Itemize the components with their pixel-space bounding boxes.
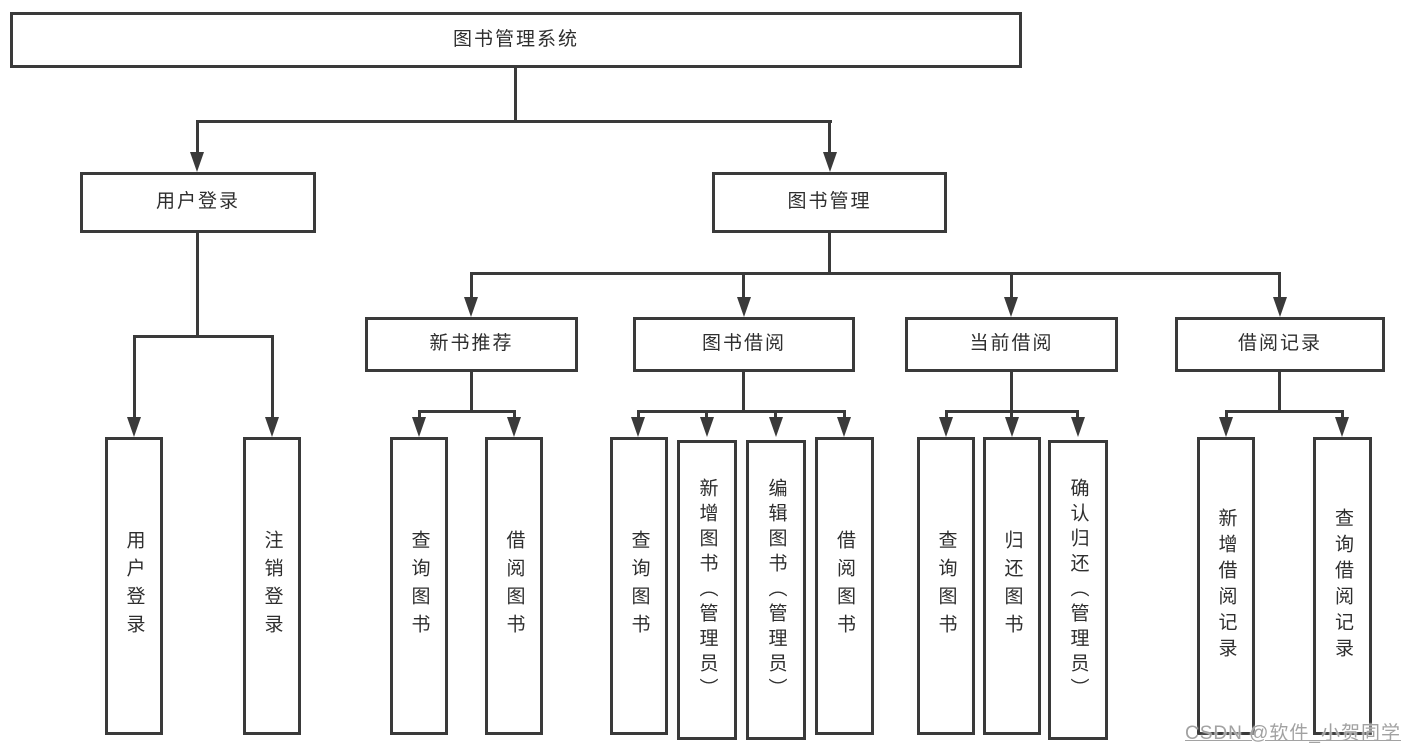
arrow-down-icon bbox=[1219, 417, 1233, 437]
connector-vline bbox=[1278, 272, 1281, 299]
node-label: 新书推荐 bbox=[429, 333, 514, 355]
node-borrowing-records: 借阅记录 bbox=[1175, 317, 1385, 372]
connector-vline bbox=[470, 272, 473, 299]
node-label: 新增借阅记录 bbox=[1215, 508, 1237, 664]
node-label: 借阅记录 bbox=[1237, 333, 1322, 355]
node-book-management: 图书管理 bbox=[712, 172, 947, 233]
connector-vline bbox=[1010, 372, 1013, 410]
leaf-user-login: 用户登录 bbox=[105, 437, 163, 735]
connector-vline bbox=[705, 410, 708, 422]
connector-vline bbox=[133, 335, 136, 421]
arrow-down-icon bbox=[700, 417, 714, 437]
arrow-down-icon bbox=[737, 297, 751, 317]
node-label: 归还图书 bbox=[1001, 530, 1023, 642]
watermark: CSDN @软件_小贺同学 bbox=[1185, 723, 1401, 744]
arrow-down-icon bbox=[464, 297, 478, 317]
arrow-down-icon bbox=[631, 417, 645, 437]
leaf-logout: 注销登录 bbox=[243, 437, 301, 735]
leaf-query-books-1: 查询图书 bbox=[390, 437, 448, 735]
connector-vline bbox=[470, 372, 473, 410]
node-label: 图书借阅 bbox=[701, 333, 786, 355]
node-label: 查询图书 bbox=[935, 530, 957, 642]
arrow-down-icon bbox=[837, 417, 851, 437]
arrow-down-icon bbox=[265, 417, 279, 437]
connector-hline bbox=[418, 410, 516, 413]
arrow-down-icon bbox=[412, 417, 426, 437]
arrow-down-icon bbox=[1273, 297, 1287, 317]
connector-vline bbox=[513, 410, 516, 422]
node-library-management-system: 图书管理系统 bbox=[10, 12, 1022, 68]
arrow-down-icon bbox=[127, 417, 141, 437]
node-label: 图书管理系统 bbox=[452, 28, 579, 50]
node-label: 借阅图书 bbox=[834, 530, 855, 642]
leaf-edit-book-admin: 编辑图书（管理员） bbox=[746, 440, 806, 740]
node-label: 注销登录 bbox=[261, 530, 283, 642]
leaf-query-books-2: 查询图书 bbox=[610, 437, 668, 735]
connector-hline bbox=[133, 335, 274, 338]
node-label: 用户登录 bbox=[123, 530, 145, 642]
node-label: 当前借阅 bbox=[969, 333, 1054, 355]
connector-vline bbox=[1278, 372, 1281, 410]
node-label: 确认归还（管理员） bbox=[1067, 477, 1089, 703]
leaf-borrow-books-2: 借阅图书 bbox=[815, 437, 874, 735]
arrow-down-icon bbox=[769, 417, 783, 437]
connector-vline bbox=[271, 335, 274, 421]
connector-vline bbox=[1225, 410, 1228, 422]
arrow-down-icon bbox=[1005, 417, 1019, 437]
leaf-return-books: 归还图书 bbox=[983, 437, 1041, 735]
node-book-borrowing: 图书借阅 bbox=[633, 317, 855, 372]
connector-vline bbox=[196, 120, 199, 156]
connector-vline bbox=[742, 372, 745, 410]
leaf-borrow-books-1: 借阅图书 bbox=[485, 437, 543, 735]
node-current-borrowing: 当前借阅 bbox=[905, 317, 1118, 372]
connector-vline bbox=[418, 410, 421, 422]
connector-vline bbox=[1341, 410, 1344, 422]
node-new-book-recommendation: 新书推荐 bbox=[365, 317, 578, 372]
connector-vline bbox=[514, 68, 517, 120]
node-label: 借阅图书 bbox=[503, 530, 525, 642]
leaf-confirm-return-admin: 确认归还（管理员） bbox=[1048, 440, 1108, 740]
arrow-down-icon bbox=[1335, 417, 1349, 437]
connector-vline bbox=[828, 233, 831, 272]
connector-vline bbox=[1010, 272, 1013, 299]
connector-vline bbox=[945, 410, 948, 422]
leaf-add-borrow-record: 新增借阅记录 bbox=[1197, 437, 1255, 735]
connector-hline bbox=[196, 120, 832, 123]
leaf-query-books-3: 查询图书 bbox=[917, 437, 975, 735]
connector-vline bbox=[196, 233, 199, 335]
connector-vline bbox=[1076, 410, 1079, 422]
connector-vline bbox=[1010, 410, 1013, 422]
leaf-add-book-admin: 新增图书（管理员） bbox=[677, 440, 737, 740]
arrow-down-icon bbox=[507, 417, 521, 437]
connector-hline bbox=[470, 272, 1281, 275]
arrow-down-icon bbox=[939, 417, 953, 437]
node-label: 查询图书 bbox=[628, 530, 650, 642]
leaf-query-borrow-record: 查询借阅记录 bbox=[1313, 437, 1372, 735]
connector-vline bbox=[637, 410, 640, 422]
node-label: 新增图书（管理员） bbox=[696, 477, 718, 703]
node-user-login: 用户登录 bbox=[80, 172, 316, 233]
connector-vline bbox=[774, 410, 777, 422]
connector-vline bbox=[843, 410, 846, 422]
node-label: 查询图书 bbox=[408, 530, 430, 642]
node-label: 图书管理 bbox=[787, 191, 872, 213]
node-label: 编辑图书（管理员） bbox=[765, 477, 787, 703]
node-label: 查询借阅记录 bbox=[1332, 508, 1353, 664]
arrow-down-icon bbox=[1004, 297, 1018, 317]
connector-hline bbox=[1225, 410, 1344, 413]
arrow-down-icon bbox=[823, 152, 837, 172]
arrow-down-icon bbox=[1071, 417, 1085, 437]
connector-vline bbox=[742, 272, 745, 299]
connector-hline bbox=[637, 410, 846, 413]
node-label: 用户登录 bbox=[155, 191, 240, 213]
connector-vline bbox=[828, 120, 831, 156]
arrow-down-icon bbox=[190, 152, 204, 172]
